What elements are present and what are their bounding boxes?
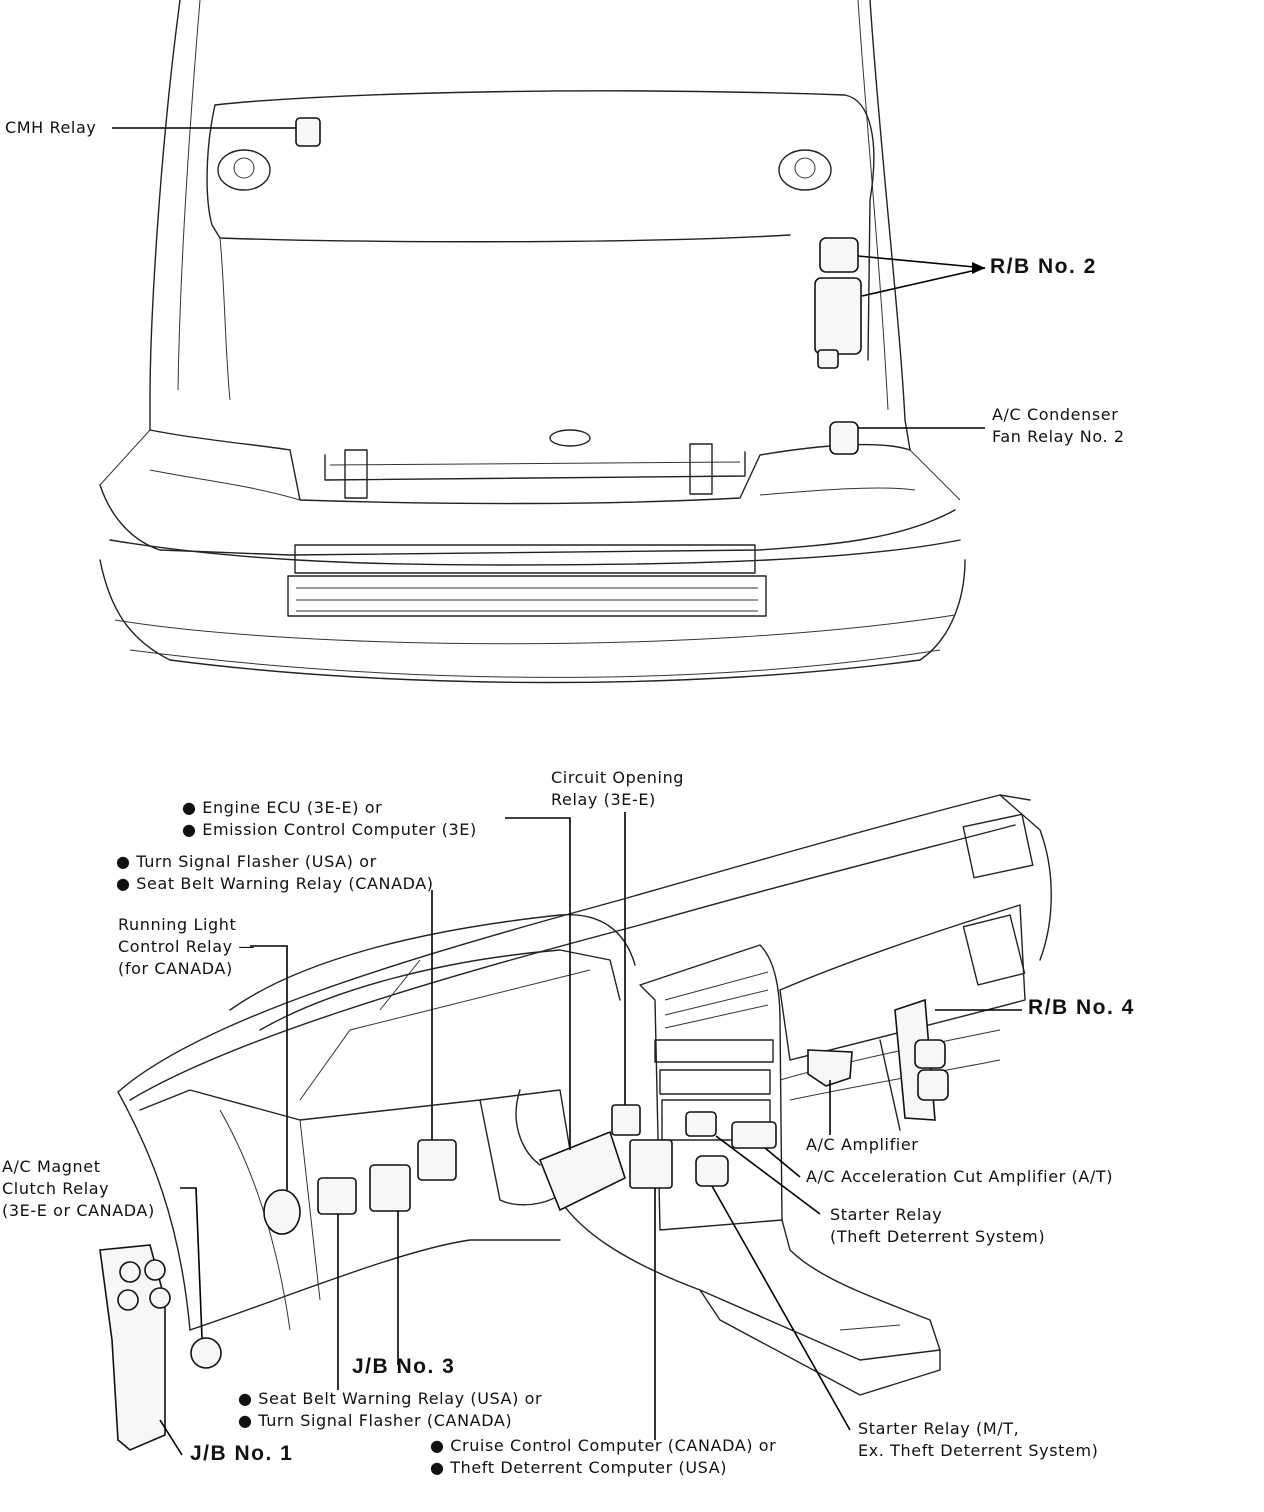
rb-no2-label: R/B No. 2 (990, 255, 1097, 278)
cmh-relay-label: CMH Relay (5, 118, 97, 137)
ac-accel-cut-amp-part (731, 1121, 777, 1149)
jb-no1-label: J/B No. 1 (190, 1442, 294, 1465)
engine-bay-parts (295, 117, 862, 455)
rb-no2-upper-part (819, 237, 859, 273)
starter-relay-mt-label: Starter Relay (M/T, Ex. Theft Deterrent … (858, 1419, 1099, 1460)
dashboard-parts (190, 998, 949, 1369)
circuit-opening-relay-label: Circuit Opening Relay (3E-E) (551, 768, 685, 809)
turn-signal-flasher-part (417, 1139, 457, 1181)
circuit-opening-relay-part (611, 1104, 641, 1136)
cmh-relay-part (295, 117, 321, 147)
starter-relay-theft-part (685, 1111, 717, 1137)
turn-signal-flasher-top-label: ● Turn Signal Flasher (USA) or ● Seat Be… (116, 852, 434, 893)
ac-condenser-fan-relay-label: A/C Condenser Fan Relay No. 2 (992, 405, 1125, 446)
rb-no2-lower-part (814, 277, 862, 355)
cruise-control-computer-part (629, 1139, 673, 1189)
ac-magnet-clutch-relay-part (190, 1337, 222, 1369)
rb-no2-connector (817, 349, 839, 369)
engine-bay-leaders (112, 127, 986, 429)
rb-no4-label: R/B No. 4 (1028, 996, 1135, 1019)
engine-bay-drawing (99, 0, 966, 684)
ac-acceleration-cut-label: A/C Acceleration Cut Amplifier (A/T) (806, 1167, 1114, 1186)
dashboard-leaders (159, 812, 1022, 1456)
engine-ecu-part (538, 1130, 626, 1212)
running-light-relay-part (263, 1189, 301, 1235)
ac-magnet-clutch-relay-label: A/C Magnet Clutch Relay (3E-E or CANADA) (2, 1157, 155, 1220)
dashboard-drawing (99, 794, 1052, 1451)
jb-no3-right-part (369, 1164, 411, 1212)
starter-relay-theft-label: Starter Relay (Theft Deterrent System) (830, 1205, 1046, 1246)
ac-amplifier-label: A/C Amplifier (806, 1135, 919, 1154)
engine-ecu-label: ● Engine ECU (3E-E) or ● Emission Contro… (182, 798, 477, 839)
ac-amplifier-part (807, 1049, 853, 1087)
cruise-control-computer-label: ● Cruise Control Computer (CANADA) or ● … (430, 1436, 777, 1477)
ac-condenser-relay-part (829, 421, 859, 455)
jb-no3-label: J/B No. 3 (352, 1355, 456, 1378)
starter-relay-mt-part (695, 1155, 729, 1187)
jb-no3-left-part (317, 1177, 357, 1215)
seat-belt-warning-bottom-label: ● Seat Belt Warning Relay (USA) or ● Tur… (238, 1389, 543, 1430)
running-light-relay-label: Running Light Control Relay — (for CANAD… (118, 915, 255, 978)
